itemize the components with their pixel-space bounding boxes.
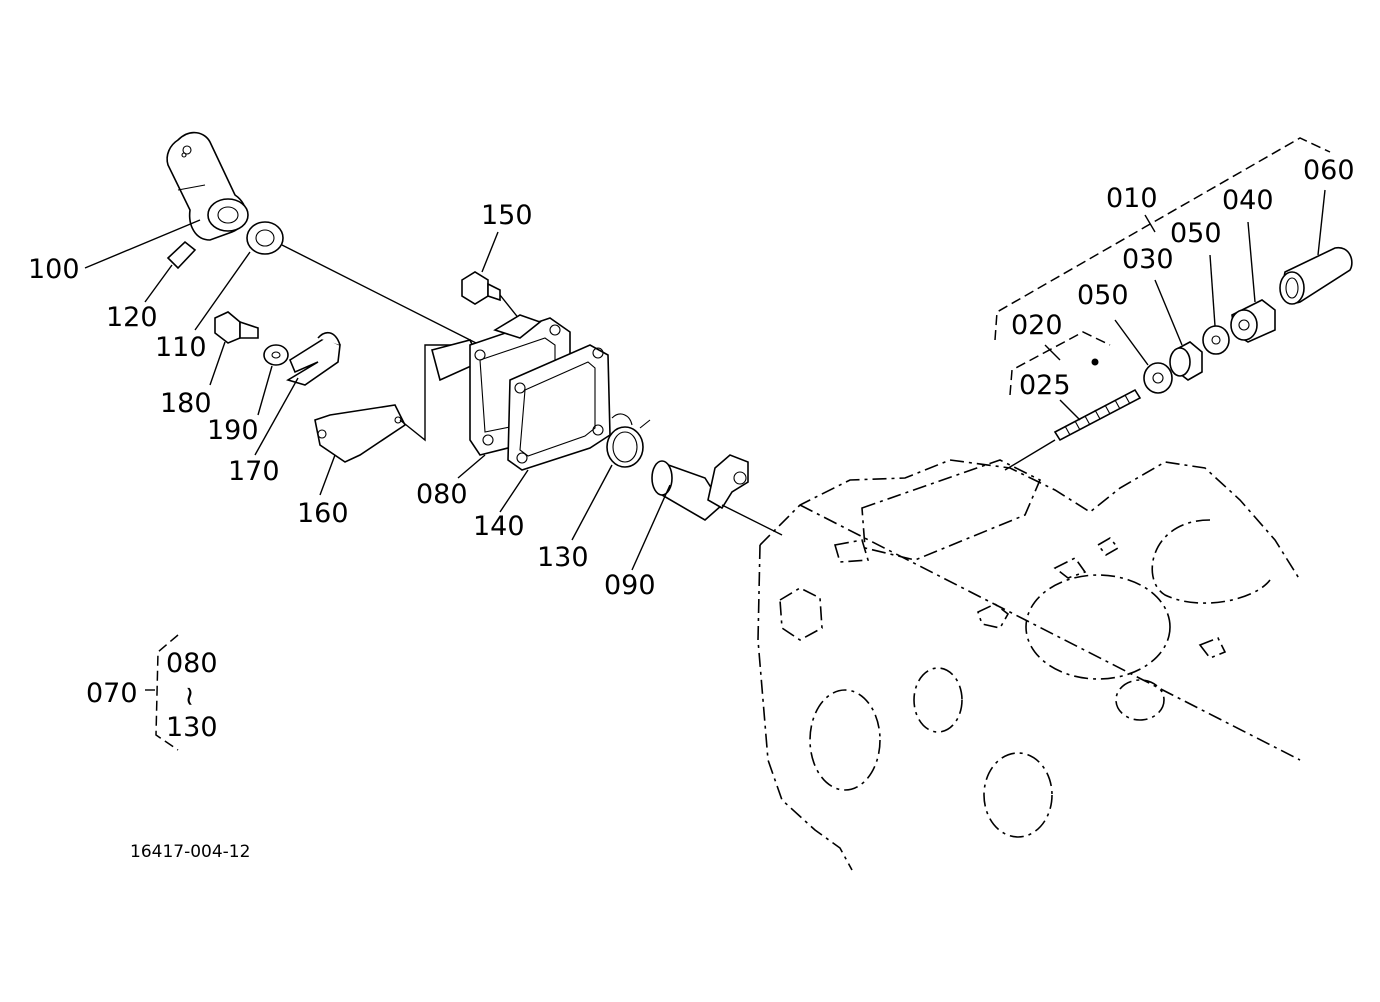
label-020: 020 [1011, 310, 1063, 341]
assembly-range-start: 080 [166, 648, 218, 679]
assembly-range-symbol: ~ [174, 685, 205, 708]
label-080: 080 [416, 479, 468, 510]
part-040-bushing [1230, 221, 1276, 343]
label-050b: 050 [1170, 218, 1222, 249]
engine-block [757, 459, 1301, 871]
label-040: 040 [1222, 185, 1274, 216]
part-140-gasket [499, 344, 611, 513]
label-100: 100 [28, 254, 80, 285]
label-150: 150 [481, 200, 533, 231]
label-120: 120 [106, 302, 158, 333]
group-brackets [994, 137, 1331, 396]
label-180: 180 [160, 388, 212, 419]
label-110: 110 [155, 332, 207, 363]
part-060-sleeve [1279, 189, 1353, 305]
label-025: 025 [1019, 370, 1071, 401]
part-180-bolt [209, 311, 259, 386]
label-140: 140 [473, 511, 525, 542]
part-050a-washer [1114, 319, 1173, 394]
label-130: 130 [537, 542, 589, 573]
part-025-spring [1004, 358, 1142, 471]
part-150-plug [461, 231, 521, 321]
label-160: 160 [297, 498, 349, 529]
drawing-code: 16417-004-12 [130, 842, 250, 862]
label-190: 190 [207, 415, 259, 446]
part-050b-washer [1202, 254, 1230, 355]
part-120-pin [144, 240, 197, 303]
assembly-range-end: 130 [166, 712, 218, 743]
part-090-shaft [631, 454, 783, 571]
part-110-seal [194, 221, 481, 346]
label-030: 030 [1122, 244, 1174, 275]
part-170-clip [254, 331, 341, 456]
part-100-lever [84, 131, 249, 269]
part-130-spring [571, 413, 651, 541]
part-030-collar [1154, 279, 1203, 381]
label-010: 010 [1106, 183, 1158, 214]
part-160-bracket [314, 344, 470, 496]
assembly-group-label: 070 [86, 678, 138, 709]
assembly-note: 070 080 ~ 130 [86, 634, 218, 751]
label-090: 090 [604, 570, 656, 601]
part-190-washer [257, 344, 289, 416]
part-labels: 100 120 110 180 190 170 160 150 080 140 … [28, 155, 1355, 601]
label-170: 170 [228, 456, 280, 487]
label-060: 060 [1303, 155, 1355, 186]
label-050a: 050 [1077, 280, 1129, 311]
